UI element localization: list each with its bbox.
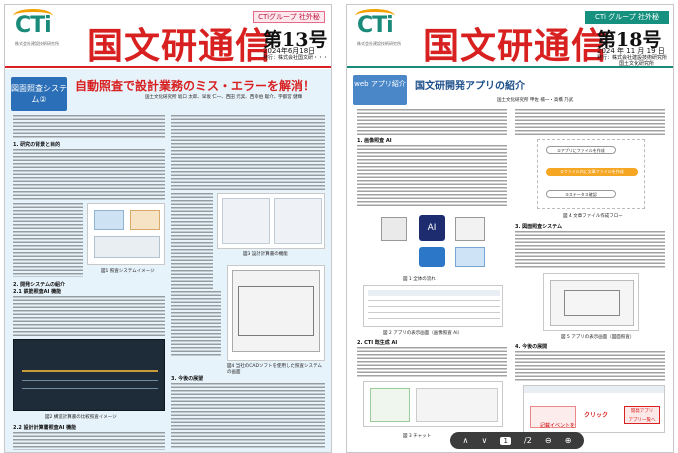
article-badge: web アプリ紹介: [353, 75, 407, 105]
cti-logo: CTi: [355, 9, 395, 38]
figure-5-screenshot: [543, 273, 639, 331]
click-label: クリック: [584, 412, 609, 419]
headline: 国文研開発アプリの紹介: [415, 81, 525, 92]
right-column-text: [515, 109, 665, 135]
figure-2-screenshot: [13, 339, 165, 411]
flow-step-1: ①アプリにファイルを作成: [546, 146, 616, 154]
authors: 国土文化研究所 坂口 太郎、早坂 仁一、西田 元実、西幸伯 聡介、宇都宮 健輝: [145, 95, 303, 100]
logo-subtitle: 株式会社建設技術研究所: [357, 41, 401, 46]
web-portal-screenshot: 記載イベントを クリック 開発アプリ アプリ一覧へ: [523, 385, 665, 433]
newsletter-title: 国文研通信: [87, 25, 273, 67]
flow-step-3: ③ステータス確認: [546, 190, 616, 198]
dev-app-label: 開発アプリ アプリ一覧へ: [624, 406, 660, 424]
section-3-text: [515, 231, 665, 269]
header: CTi 株式会社建設技術研究所 国文研通信 CTi グループ 社外秘 第18号 …: [347, 5, 673, 67]
page-total: /2: [524, 435, 532, 445]
callout-label: 記載イベントを: [540, 423, 576, 429]
figure-1: [87, 203, 165, 265]
confidential-tag: CTiグループ 社外秘: [253, 11, 325, 23]
pdf-toolbar: ∧ ∨ 1 /2 ⊖ ⊕: [450, 432, 584, 449]
newsletter-page-18: CTi 株式会社建設技術研究所 国文研通信 CTi グループ 社外秘 第18号 …: [346, 4, 674, 453]
issuer-dept: 国土文化研究所: [619, 61, 655, 67]
section-2: 2. CTI 既生成 AI: [357, 340, 398, 346]
figure-1: AI: [363, 211, 503, 273]
cti-logo: CTi: [13, 9, 53, 38]
flow-step-2: ②ファイル内に文章ファイルを作成: [546, 168, 638, 176]
right-column-text-c: [171, 291, 221, 357]
figure-4: [227, 265, 325, 361]
header-divider: [5, 66, 331, 68]
next-page-button[interactable]: ∨: [481, 435, 488, 445]
issuer: 発行：株式会社建設技術研究所: [597, 55, 668, 61]
intro-text: [357, 109, 507, 135]
zoom-out-icon[interactable]: ⊖: [544, 435, 552, 445]
section-1-text: [357, 145, 507, 207]
confidential-tag: CTi グループ 社外秘: [585, 11, 669, 24]
section-2-1-text: [13, 296, 165, 336]
intro-text: [13, 115, 165, 139]
figure-5-caption: 図 5 アプリの表示画面（図面照査）: [561, 335, 635, 340]
section-3: 3. 今後の展望: [171, 376, 204, 382]
section-4-text: [515, 351, 665, 381]
newsletter-page-13: CTi 株式会社建設技術研究所 国文研通信 CTiグループ 社外秘 第13号 2…: [4, 4, 332, 453]
right-column-text: [171, 115, 325, 191]
figure-2-caption: 図2 構造計算書の比較照査イメージ: [45, 415, 117, 420]
figure-1-caption: 図 1 全体の流れ: [403, 277, 436, 282]
section-2-2-text: [13, 432, 165, 450]
authors: 国土文化研究所 甲佐 楠一・高橋 乃武: [497, 98, 574, 103]
article-badge: 図面照査システム②: [11, 77, 67, 111]
figure-3-caption: 図3 設計計算書の機能: [243, 252, 288, 257]
section-2-text: [357, 347, 507, 377]
figure-4-caption: 図4 当社のCADソフトを使用した照査システムの画面: [227, 364, 322, 375]
section-4: 4. 今後の展開: [515, 344, 548, 350]
newsletter-title: 国文研通信: [423, 25, 609, 67]
figure-4-flow: ①アプリにファイルを作成 ②ファイル内に文章ファイルを作成 ③ステータス確認: [537, 139, 645, 209]
figure-1-caption: 図1 照査システムイメージ: [101, 269, 155, 274]
figure-2-screenshot: [363, 285, 503, 327]
section-2: 2. 開発システムの紹介: [13, 282, 65, 288]
header-divider: [347, 66, 673, 68]
section-1: 1. 研究の背景と目的: [13, 142, 61, 148]
section-1: 1. 画像照査 AI: [357, 138, 392, 144]
figure-4-caption: 図 4 文章ファイル作成フロー: [563, 214, 623, 219]
figure-3-caption: 図 3 チャット: [403, 434, 432, 439]
issue-date: 2024 年 11 月 19 日: [597, 47, 665, 55]
zoom-in-icon[interactable]: ⊕: [564, 435, 572, 445]
figure-3: [217, 193, 325, 249]
page-number-input[interactable]: 1: [500, 436, 511, 445]
section-1-text: [13, 149, 165, 201]
figure-2-caption: 図 2 アプリの表示画面（画像照査 AI）: [383, 331, 463, 336]
section-3-text: [171, 383, 325, 449]
issuer: 発行：株式会社国文研・・・: [263, 55, 329, 61]
section-2-2: 2.2 設計計算書照査AI 機能: [13, 425, 77, 431]
section-3: 3. 図面照査システム: [515, 224, 562, 230]
issue-date: 2024年6月18日: [263, 47, 316, 55]
article-body: 図面照査システム② 自動照査で設計業務のミス・エラーを解消！ 国土文化研究所 坂…: [5, 69, 331, 452]
issue-number: 第18号: [597, 29, 662, 51]
right-column-text-b: [171, 193, 213, 289]
headline: 自動照査で設計業務のミス・エラーを解消！: [75, 79, 316, 93]
logo-subtitle: 株式会社建設技術研究所: [15, 41, 59, 46]
issue-number: 第13号: [263, 29, 328, 51]
prev-page-button[interactable]: ∧: [462, 435, 469, 445]
section-1-text-b: [13, 203, 83, 277]
section-2-1: 2.1 鉄筋照査AI 機能: [13, 289, 62, 295]
figure-3-screenshot: [363, 381, 503, 427]
header: CTi 株式会社建設技術研究所 国文研通信 CTiグループ 社外秘 第13号 2…: [5, 5, 331, 67]
